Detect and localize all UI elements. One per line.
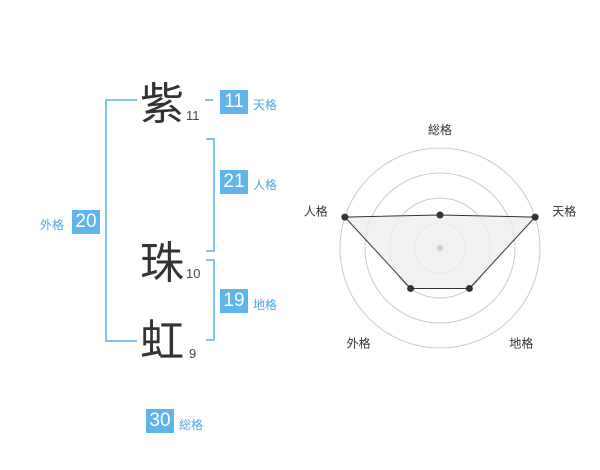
jinkaku-label: 人格 [253, 178, 278, 192]
radar-axis-label: 人格 [304, 204, 328, 219]
radar-ring [364, 172, 516, 324]
name-char-1: 紫 [140, 79, 184, 130]
radar-point-4 [341, 213, 349, 221]
jinkaku-value: 21 [220, 170, 248, 194]
name-char-2: 珠 [140, 238, 184, 289]
tenkaku-tick [205, 99, 213, 101]
jinkaku-bracket [206, 138, 215, 252]
radar-point-0 [436, 211, 444, 219]
stroke-count-1: 11 [186, 108, 200, 123]
soukaku-value: 30 [146, 409, 174, 433]
name-char-3: 虹 [140, 316, 184, 367]
chikaku-bracket [206, 259, 215, 341]
radar-axis-label: 天格 [552, 204, 576, 219]
gaikaku-value: 20 [72, 210, 100, 234]
radar-area [343, 214, 537, 289]
stroke-count-3: 9 [189, 346, 197, 361]
soukaku-label: 総格 [179, 418, 204, 432]
radar-ring [339, 147, 541, 349]
gaikaku-bracket [105, 99, 137, 342]
tenkaku-value: 11 [220, 90, 248, 114]
tenkaku-label: 天格 [253, 98, 278, 112]
stroke-count-2: 10 [186, 266, 201, 281]
chikaku-label: 地格 [253, 298, 278, 312]
radar-center [437, 245, 443, 251]
radar-point-1 [531, 213, 539, 221]
radar-point-2 [465, 284, 473, 292]
radar-axis-label: 総格 [428, 122, 452, 137]
radar-axis-label: 地格 [509, 335, 533, 350]
chikaku-value: 19 [220, 289, 248, 313]
radar-point-3 [407, 284, 415, 292]
gaikaku-label: 外格 [40, 218, 65, 232]
radar-axis-label: 外格 [347, 335, 371, 350]
